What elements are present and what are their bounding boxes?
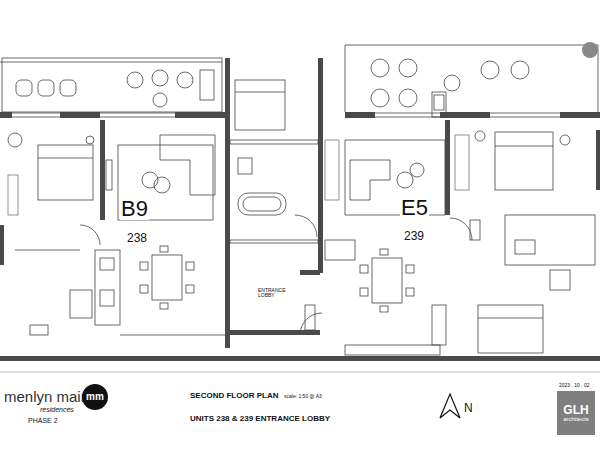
logo-badge: mm — [82, 384, 108, 410]
phase-label: PHASE 2 — [28, 417, 58, 424]
scale-note: scale: 1:50 @ A3 — [284, 394, 322, 399]
balcony — [345, 45, 598, 112]
unit-number: 239 — [403, 230, 425, 243]
node-subtitle: architects — [563, 416, 589, 422]
date-label: 2023 . 10 . 02 — [559, 383, 590, 388]
plan-subtitle: UNITS 238 & 239 ENTRANCE LOBBY — [190, 415, 330, 423]
unit-name: E5 — [400, 196, 429, 219]
room-label: ENTRANCE LOBBY — [258, 288, 290, 299]
north-label: N — [464, 402, 473, 415]
north-arrow — [440, 394, 460, 418]
unit-name: B9 — [120, 197, 149, 220]
balcony — [2, 58, 222, 112]
architect-logo: GLHarchitects — [557, 391, 595, 435]
node-title: mm — [86, 392, 104, 403]
plan-title: SECOND FLOOR PLAN — [190, 392, 278, 400]
node-title: GLH — [563, 404, 588, 417]
walls — [0, 58, 600, 361]
brand-subtitle: residences — [40, 406, 74, 413]
planter — [582, 42, 598, 58]
unit-number: 238 — [126, 232, 148, 245]
